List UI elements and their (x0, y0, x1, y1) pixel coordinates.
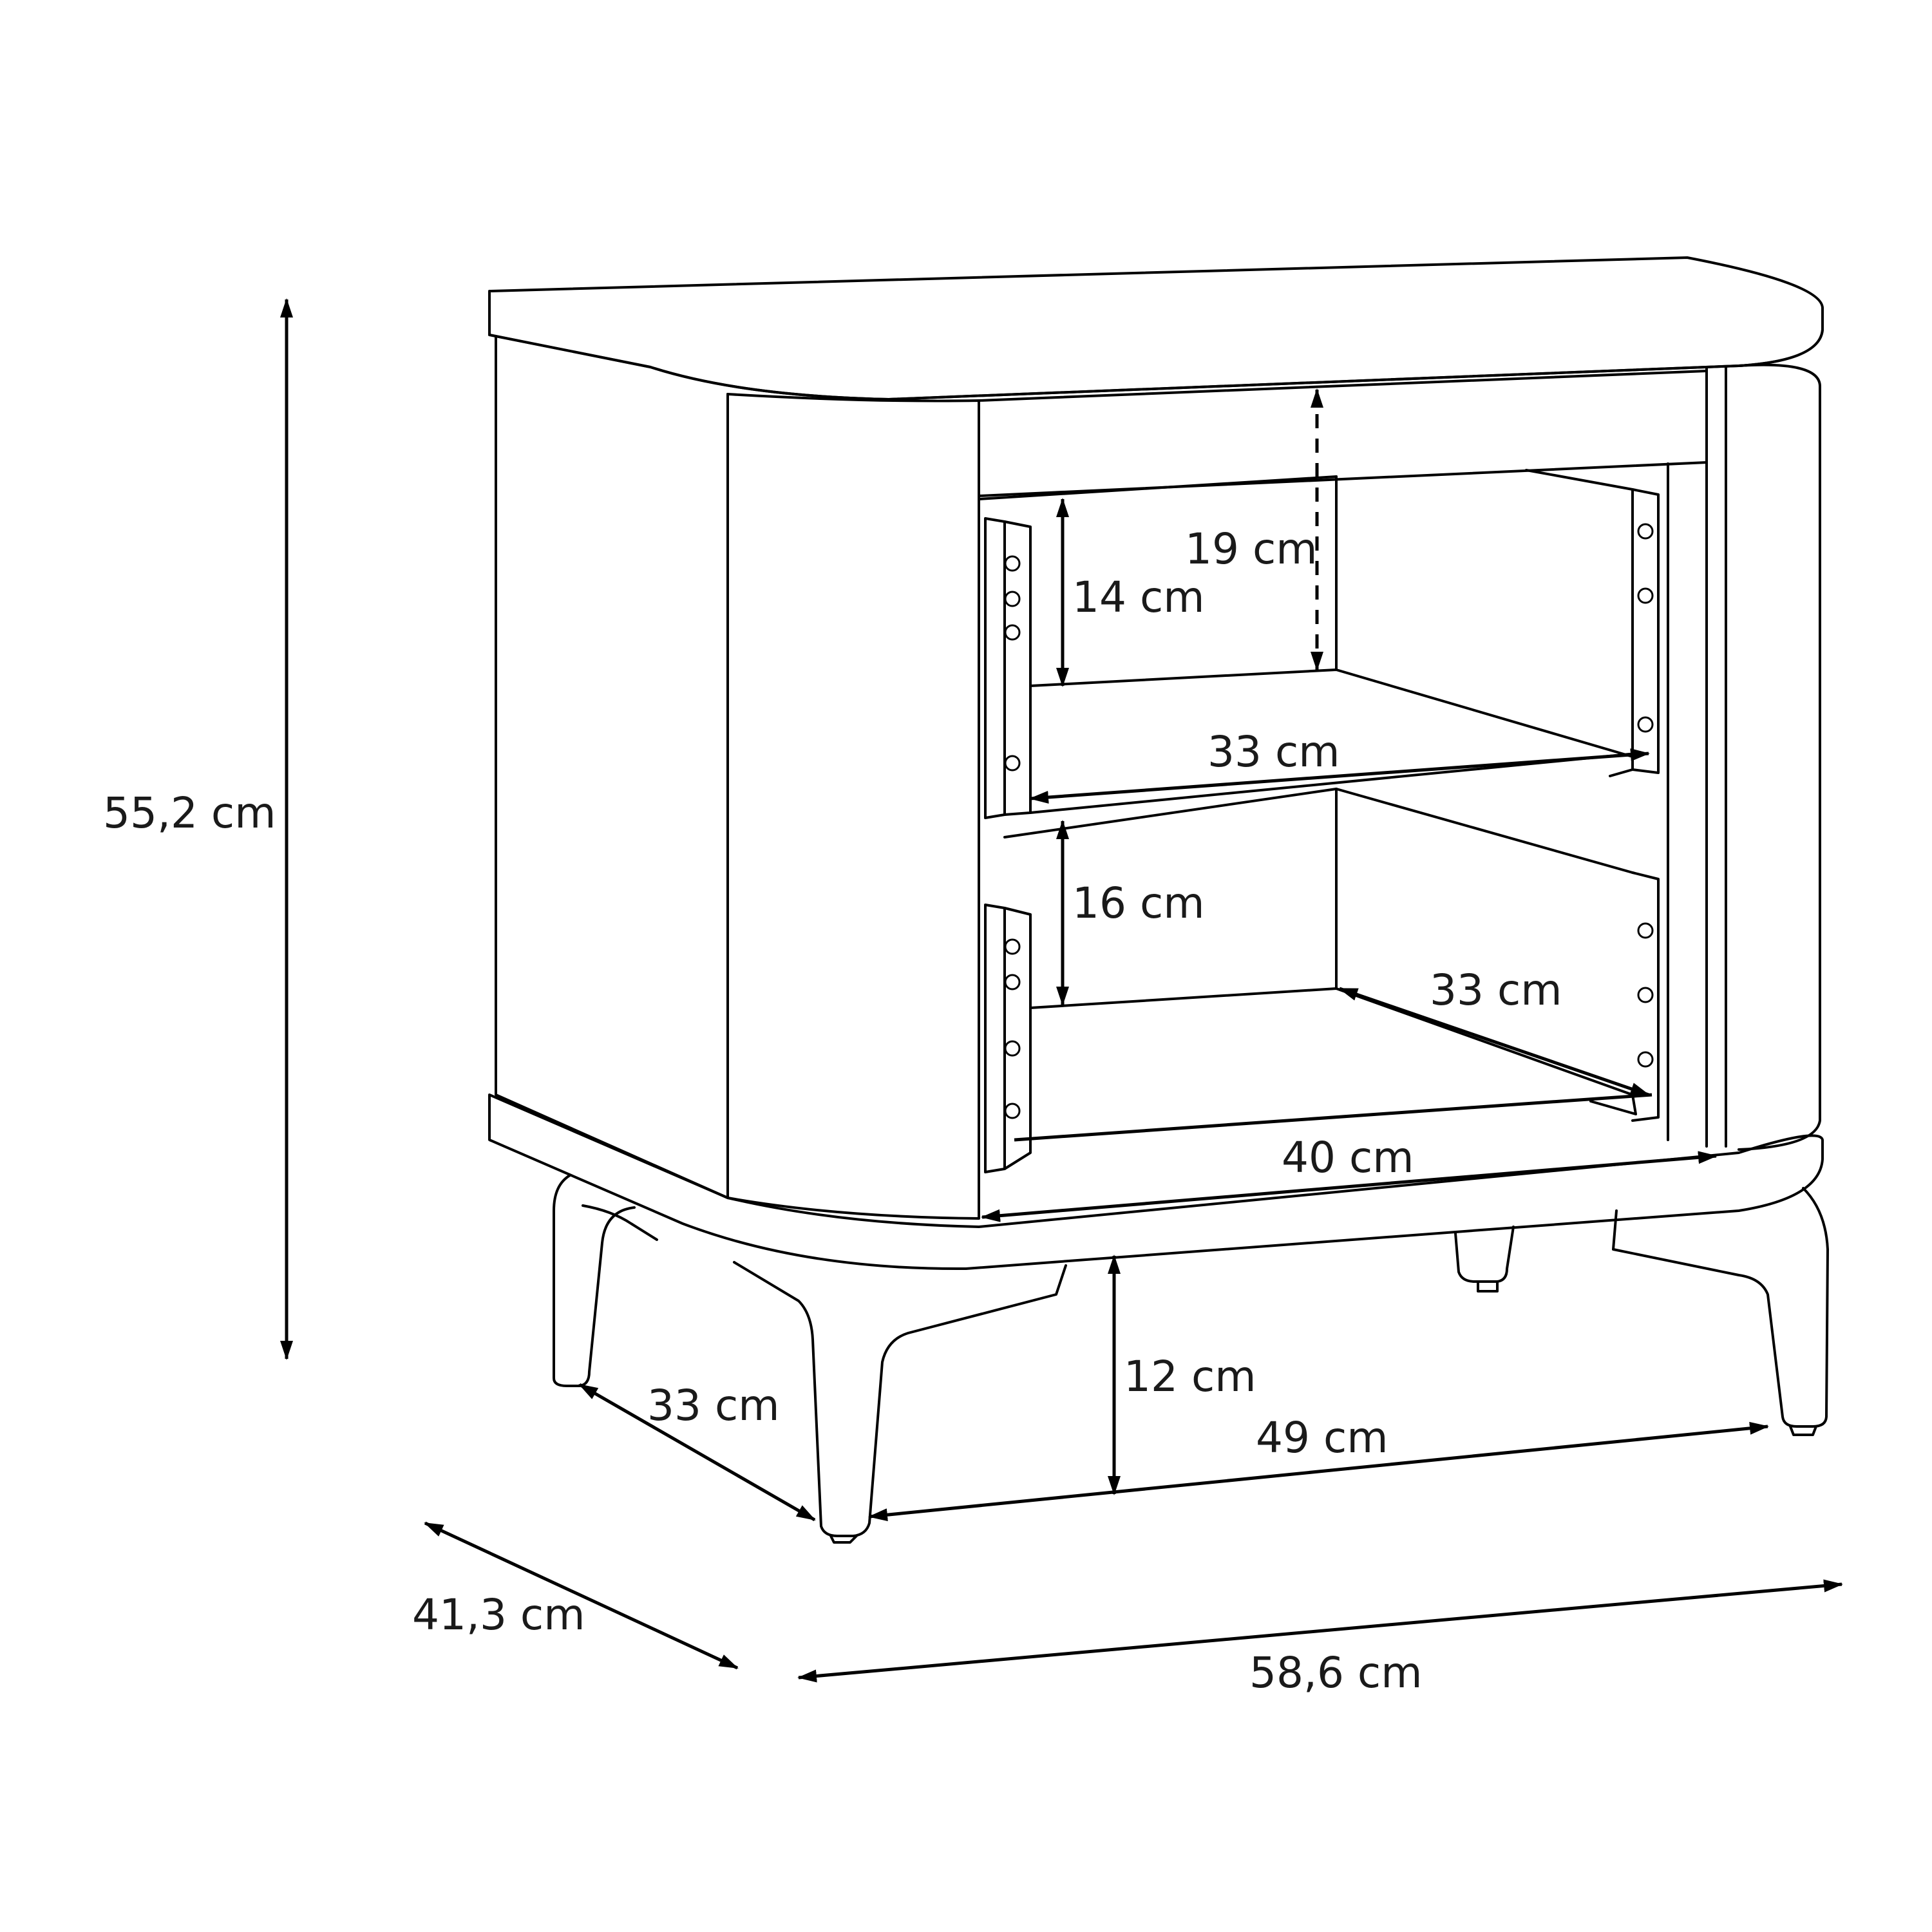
right-pillar-outer (1738, 363, 1821, 1151)
bottom-drawer-left-runner (984, 904, 1006, 1173)
bottom-drawer-corner (1589, 1094, 1637, 1115)
screw-hole (1004, 1103, 1021, 1119)
label-total-depth: 41,3 cm (412, 1590, 585, 1640)
label-total-height: 55,2 cm (103, 788, 276, 838)
dim-line-inner-width (981, 1151, 1718, 1222)
legs (553, 1174, 1829, 1544)
cabinet-body (488, 256, 1824, 1271)
screw-hole (1637, 716, 1654, 733)
base-plinth (488, 1094, 1824, 1271)
label-drawer-top-depth: 33 cm (1208, 727, 1340, 777)
top-drawer-left-runner (984, 517, 1006, 819)
top-slab-front-edge (488, 328, 1824, 401)
screw-hole (1004, 755, 1021, 772)
inner-top-rail (978, 370, 1708, 497)
dim-line-drawer-bottom-depth (1338, 987, 1650, 1097)
label-drawer-bottom-depth: 33 cm (1430, 965, 1562, 1015)
dim-line-leg-width-span (868, 1421, 1769, 1522)
bottom-drawer-right-runner (1631, 871, 1660, 1122)
dim-line-total-depth (424, 1521, 739, 1670)
top-drawer-left-front (1003, 520, 1032, 816)
front-left-leg (733, 1261, 1067, 1537)
front-right-foot (1789, 1425, 1817, 1436)
top-drawer-bottom (1029, 668, 1634, 758)
screw-hole (1637, 987, 1654, 1003)
screw-hole (1637, 922, 1654, 939)
dim-line-drawer-top-depth (1029, 748, 1650, 804)
back-right-leg (1454, 1226, 1515, 1283)
front-left-pillar (726, 393, 980, 1220)
screw-hole (1004, 555, 1021, 572)
label-inner-width: 40 cm (1282, 1133, 1414, 1182)
label-total-width: 58,6 cm (1249, 1648, 1423, 1698)
screw-hole (1004, 591, 1021, 607)
top-drawer-back-top (978, 475, 1338, 500)
front-left-foot (829, 1535, 858, 1544)
label-drawer-bottom-height: 16 cm (1072, 878, 1205, 928)
label-leg-depth-span: 33 cm (647, 1381, 780, 1430)
label-drawer-top-height: 14 cm (1072, 573, 1205, 622)
label-leg-height: 12 cm (1124, 1352, 1256, 1401)
dim-line-total-width (797, 1579, 1843, 1683)
front-right-leg (1612, 1187, 1829, 1428)
back-left-leg-top (582, 1204, 658, 1241)
left-side-panel (495, 335, 729, 1199)
screw-hole (1004, 624, 1021, 641)
dimension-labels: 55,2 cm 58,6 cm 41,3 cm 19 cm 14 cm 16 c… (103, 524, 1562, 1698)
back-right-foot (1477, 1280, 1499, 1293)
label-inner-top-height: 19 cm (1185, 524, 1318, 574)
screw-hole (1004, 938, 1021, 955)
drawer-bottom-front-bar (1014, 1093, 1653, 1142)
bottom-drawer-back-top (1335, 788, 1634, 874)
screw-hole (1637, 1051, 1654, 1068)
dimension-lines (280, 298, 1843, 1683)
screw-hole (1004, 1040, 1021, 1057)
screw-hole (1637, 523, 1654, 540)
screw-hole (1004, 974, 1021, 990)
screw-hole (1637, 587, 1654, 604)
label-leg-width-span: 49 cm (1256, 1413, 1388, 1463)
dim-line-leg-depth-span (578, 1383, 816, 1522)
